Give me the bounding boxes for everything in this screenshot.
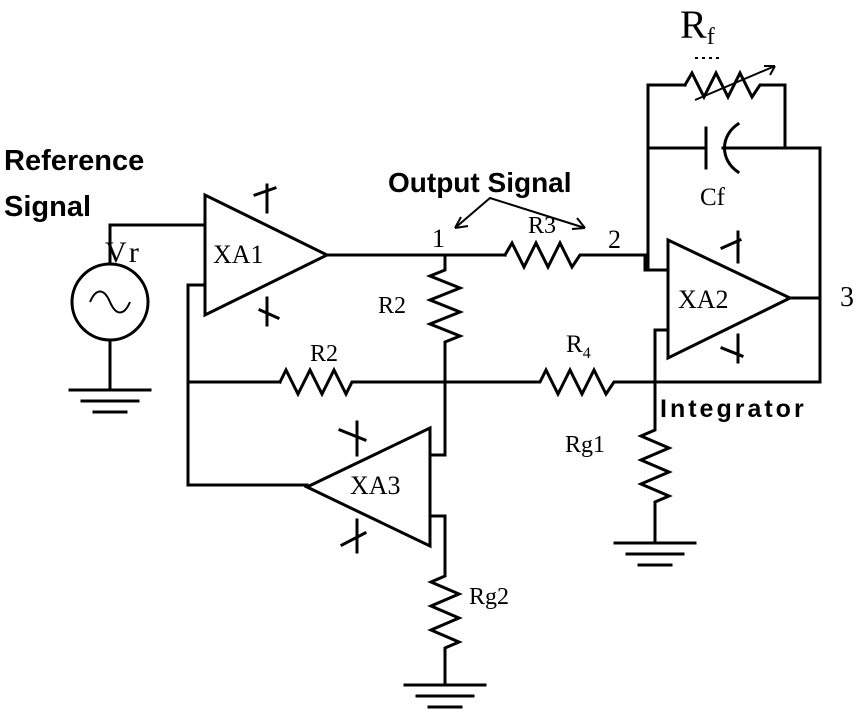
ground-rg1 (613, 541, 697, 567)
resistor-rg1 (637, 420, 673, 545)
wire-left-feedback (186, 283, 309, 487)
r2-vertical-label: R2 (378, 293, 406, 319)
ac-source-vr (70, 223, 207, 392)
r4-main: R (566, 331, 583, 358)
r4-label: R4 (566, 331, 591, 362)
r2-horizontal-label: R2 (310, 341, 338, 367)
cf-label: Cf (700, 184, 726, 211)
output-signal-arrows (454, 196, 586, 230)
node-3-label: 3 (840, 282, 854, 313)
rf-label: Rf (680, 2, 715, 50)
ground-vr (68, 388, 152, 414)
r4-sub: 4 (583, 345, 591, 362)
integrator-label: Integrator (660, 395, 807, 423)
resistor-r3 (502, 239, 670, 272)
resistor-r4 (443, 366, 822, 398)
rg1-label: Rg1 (565, 432, 605, 458)
resistor-r2-vertical (425, 253, 465, 384)
reference-label-line1: Reference (4, 145, 144, 177)
ground-rg2 (403, 683, 487, 709)
op-amp-xa2 (653, 230, 822, 364)
resistor-r2-horizontal (277, 366, 447, 398)
rg2-label: Rg2 (469, 584, 509, 610)
output-signal-label: Output Signal (388, 167, 572, 198)
integrator-feedback (646, 57, 822, 384)
xa1-label: XA1 (213, 240, 264, 269)
op-amp-xa1 (186, 183, 331, 327)
rf-sub: f (707, 24, 715, 50)
rf-main: R (680, 2, 707, 47)
resistor-rg2 (427, 568, 463, 687)
reference-label-line2: Signal (4, 191, 91, 223)
node-2-label: 2 (608, 225, 621, 254)
xa2-label: XA2 (678, 285, 729, 314)
op-amp-xa3 (303, 380, 447, 572)
xa3-label: XA3 (350, 471, 401, 500)
node-1-label: 1 (432, 224, 445, 253)
